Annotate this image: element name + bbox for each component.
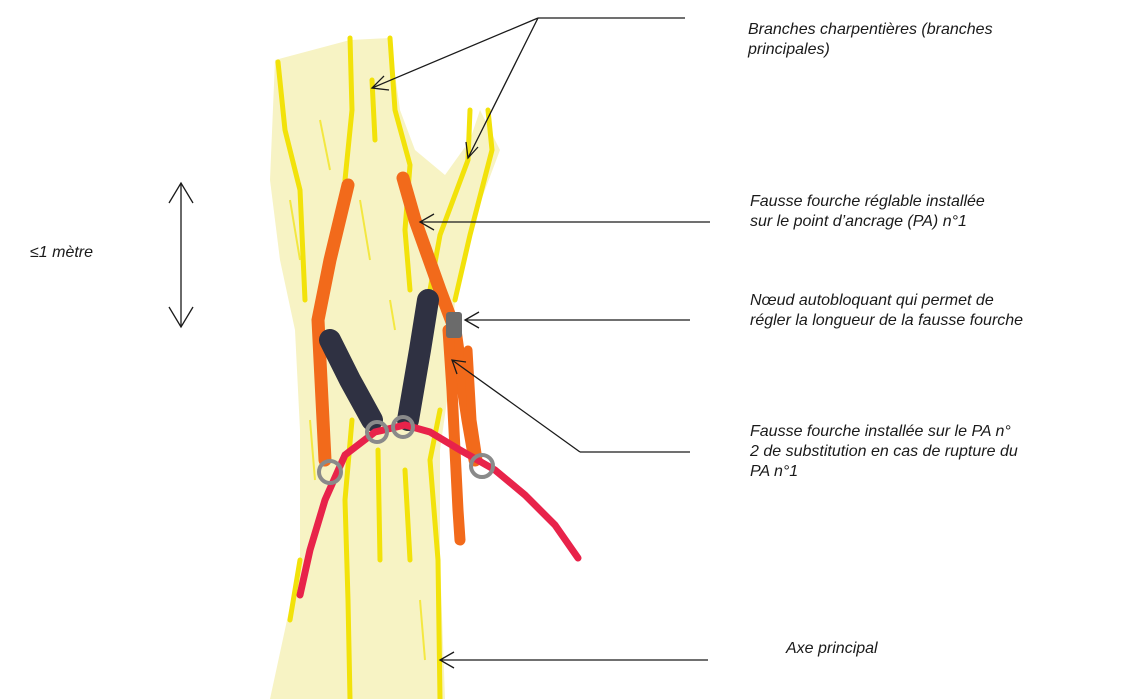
label-fausse-fourche-2: Fausse fourche installée sur le PA n° 2 … [750, 422, 1110, 482]
branches-arrow-2 [468, 18, 538, 158]
label-fausse-fourche-1: Fausse fourche réglable installée sur le… [750, 192, 1110, 232]
label-noeud-autobloquant: Nœud autobloquant qui permet de régler l… [750, 291, 1120, 331]
label-axe-principal: Axe principal [786, 639, 986, 659]
branches-arrow-1 [372, 18, 538, 88]
autoblocking-knot [446, 312, 462, 338]
label-hauteur: ≤1 mètre [30, 243, 150, 263]
label-branches-charpentieres: Branches charpentières (branches princip… [748, 20, 1108, 60]
